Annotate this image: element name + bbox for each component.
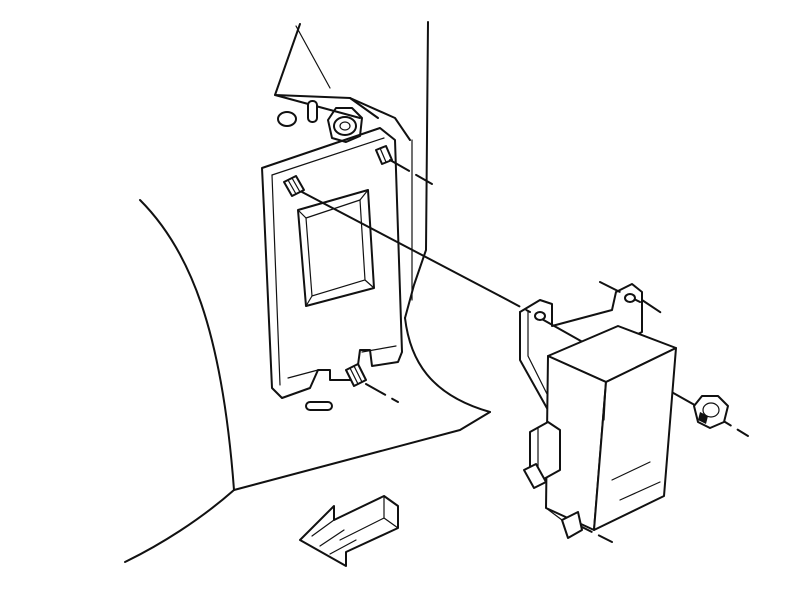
panel-slot-lower-icon <box>305 401 333 411</box>
body-panel <box>124 21 491 563</box>
panel-slot-icon <box>307 100 318 123</box>
upper-bolt <box>327 107 363 143</box>
stud-upper-left <box>283 175 305 197</box>
retaining-nut <box>693 395 729 429</box>
stud-lower <box>345 363 367 387</box>
front-direction-arrow-icon <box>299 495 399 567</box>
mounting-studs <box>283 145 393 387</box>
stud-upper-right <box>375 145 393 165</box>
control-module <box>523 325 677 539</box>
module-bracket <box>519 283 643 411</box>
mounting-bracket <box>261 127 403 399</box>
panel-hole-icon <box>277 111 297 127</box>
